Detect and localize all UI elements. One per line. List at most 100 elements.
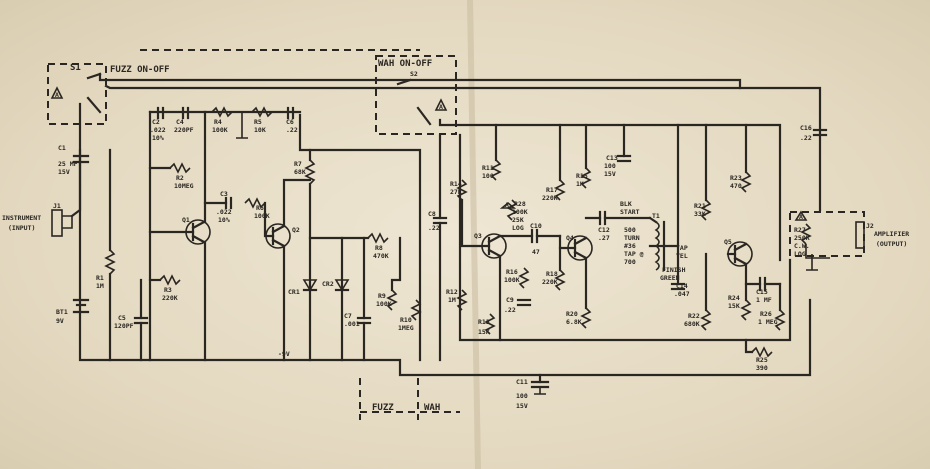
coil-start: START xyxy=(620,208,640,216)
r4-ref: R4 xyxy=(214,118,222,126)
cr2-ref: CR2 xyxy=(322,280,334,288)
r27-potentiometer xyxy=(800,223,812,245)
q1-collector xyxy=(191,220,206,230)
r17-value: 220K xyxy=(542,194,558,202)
r16-resistor xyxy=(518,267,530,289)
c12-ref: C12 xyxy=(598,226,610,234)
c7-value: .001 xyxy=(344,320,360,328)
s2-title: WAH ON-OFF xyxy=(378,59,432,69)
cr1-diode xyxy=(302,279,318,292)
r24-value: 15K xyxy=(728,302,740,310)
coil-gauge: #36 xyxy=(624,242,636,250)
c11-voltage: 15V xyxy=(516,402,528,410)
r10-resistor xyxy=(410,299,422,321)
input-wire xyxy=(70,148,82,218)
c13-voltage: 15V xyxy=(604,170,616,178)
r28-value-1: 100K xyxy=(512,208,528,216)
r25-resistor xyxy=(751,346,773,358)
q1-emitter xyxy=(191,234,206,244)
q2-collector-wire xyxy=(282,178,312,228)
r7-value: 68K xyxy=(294,168,306,176)
r6-ref: R6 xyxy=(256,204,264,212)
c2-ref: C2 xyxy=(152,118,160,126)
r4-resistor xyxy=(211,106,233,118)
c11-ref: C11 xyxy=(516,378,528,386)
r9-ref: R9 xyxy=(378,292,386,300)
r4-value: 100K xyxy=(212,126,228,134)
j1-contacts xyxy=(62,215,73,229)
q3-ref: Q3 xyxy=(474,232,482,240)
s2-ref: S2 xyxy=(410,70,418,78)
bt1-value: 9V xyxy=(56,317,64,325)
q1-ref: Q1 xyxy=(182,216,190,224)
r26-value: 1 MEG xyxy=(758,318,778,326)
r28-marker: A xyxy=(505,201,509,209)
r20-resistor xyxy=(580,307,592,329)
r27-value: 250K xyxy=(794,234,810,242)
j2-name-1: AMPLIFIER xyxy=(874,230,909,238)
c3-tolerance: 10% xyxy=(218,216,230,224)
r21-ref: R21 xyxy=(694,202,706,210)
c16-value: .22 xyxy=(800,134,812,142)
coil-tap-at: TAP @ xyxy=(624,250,644,258)
r12-ref: R12 xyxy=(446,288,458,296)
r14-resistor xyxy=(456,179,468,201)
c16-ref: C16 xyxy=(800,124,812,132)
r2-value: 10MEG xyxy=(174,182,194,190)
r12-value: 1M xyxy=(448,296,456,304)
r7-resistor xyxy=(304,159,316,185)
s2-switch-box xyxy=(375,55,457,135)
r8-value: 470K xyxy=(373,252,389,260)
r22-ref: R22 xyxy=(688,312,700,320)
r27-marker-icon xyxy=(794,210,808,221)
r18-resistor xyxy=(554,269,566,291)
r24-ref: R24 xyxy=(728,294,740,302)
c13-ref: C13 xyxy=(606,154,618,162)
s2-marker: A xyxy=(439,103,443,111)
wah-lower-bus xyxy=(458,133,792,342)
q4-collector xyxy=(573,236,588,246)
c8-value: .22 xyxy=(428,224,440,232)
q2-emitter xyxy=(271,238,286,248)
r23-value: 470 xyxy=(730,182,742,190)
ground-bus xyxy=(78,102,812,377)
q2-base-wire xyxy=(263,201,275,238)
r15-resistor xyxy=(580,167,592,189)
c2-tolerance: 10% xyxy=(152,134,164,142)
r25-value: 390 xyxy=(756,364,768,372)
wah-bottom-label: WAH xyxy=(424,403,440,413)
r26-ref: R26 xyxy=(760,310,772,318)
fuzz-return xyxy=(298,113,422,362)
r28-potentiometer xyxy=(506,199,518,221)
c4-ref: C4 xyxy=(176,118,184,126)
c7-ref: C7 xyxy=(344,312,352,320)
c5-ref: C5 xyxy=(118,314,126,322)
s1-blade-a xyxy=(86,72,102,80)
r27-taper: LOG xyxy=(794,250,806,258)
r27-ref: R27 xyxy=(794,226,806,234)
j2-ref: J2 xyxy=(866,222,874,230)
r12-resistor xyxy=(456,289,468,311)
r5-value: 10K xyxy=(254,126,266,134)
r17-ref: R17 xyxy=(546,186,558,194)
c15-ref: C15 xyxy=(756,288,768,296)
q3-collector xyxy=(487,234,502,244)
r14-ref: R14 xyxy=(450,180,462,188)
cr1-ref: CR1 xyxy=(288,288,300,296)
r1-value: 1M xyxy=(96,282,104,290)
cr2-diode xyxy=(334,279,350,292)
r2-ref: R2 xyxy=(176,174,184,182)
c11-value: 100 xyxy=(516,392,528,400)
r22-value: 680K xyxy=(684,320,700,328)
c8-ref: C8 xyxy=(428,210,436,218)
c5-value: 120PF xyxy=(114,322,134,330)
r9-wire xyxy=(390,236,402,292)
top-bus-1 xyxy=(98,72,742,90)
r18-ref: R18 xyxy=(546,270,558,278)
r26-resistor xyxy=(774,309,786,331)
r27-marker: A xyxy=(799,213,803,221)
c1-ref: C1 xyxy=(58,144,66,152)
c6-value: .22 xyxy=(286,126,298,134)
coil-tap: TAP xyxy=(676,244,688,252)
